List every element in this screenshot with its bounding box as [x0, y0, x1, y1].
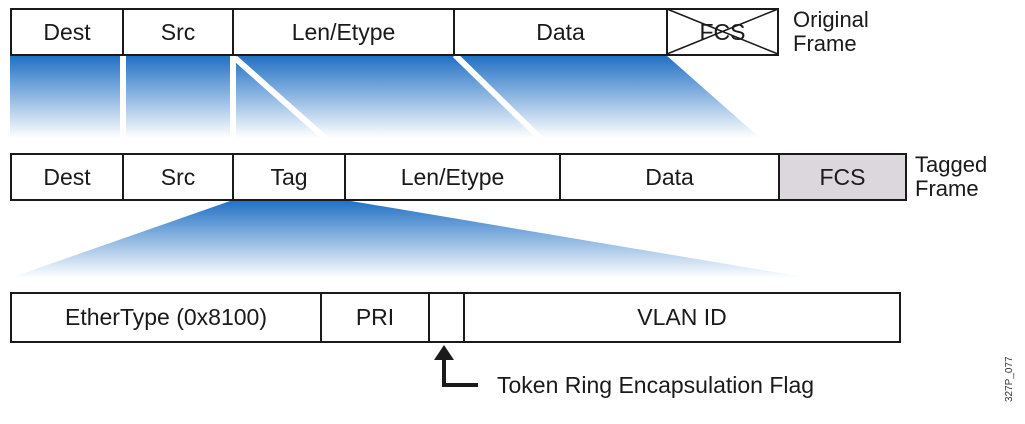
- original-frame-label: Original Frame: [793, 7, 869, 56]
- tagged-fcs-field: FCS: [778, 153, 907, 201]
- figure-code: 327P_077: [1004, 356, 1015, 402]
- original-to-tagged-band: [10, 55, 760, 138]
- orig-data-field: Data: [453, 8, 668, 56]
- fcs-cross-line-2: [666, 8, 779, 55]
- ethertype-field: EtherType (0x8100): [10, 292, 322, 343]
- tagged-dest-field: Dest: [10, 153, 124, 201]
- token-ring-flag-field: [428, 292, 465, 343]
- token-ring-flag-label: Token Ring Encapsulation Flag: [497, 372, 815, 398]
- tagged-data-field: Data: [559, 153, 780, 201]
- orig-len-etype-field: Len/Etype: [232, 8, 455, 56]
- flag-arrow: [434, 345, 478, 387]
- pri-field: PRI: [320, 292, 430, 343]
- band-divider-3: [233, 55, 327, 141]
- tagged-src-field: Src: [122, 153, 234, 201]
- vlan-id-field: VLAN ID: [463, 292, 901, 343]
- tag-expansion-band: [10, 200, 810, 278]
- orig-dest-field: Dest: [10, 8, 124, 56]
- orig-fcs-field: FCS: [666, 8, 779, 56]
- band-divider-4: [452, 52, 543, 141]
- tagged-tag-field: Tag: [232, 153, 346, 201]
- orig-src-field: Src: [122, 8, 234, 56]
- tagged-len-etype-field: Len/Etype: [344, 153, 561, 201]
- tagged-frame-label: Tagged Frame: [915, 152, 988, 201]
